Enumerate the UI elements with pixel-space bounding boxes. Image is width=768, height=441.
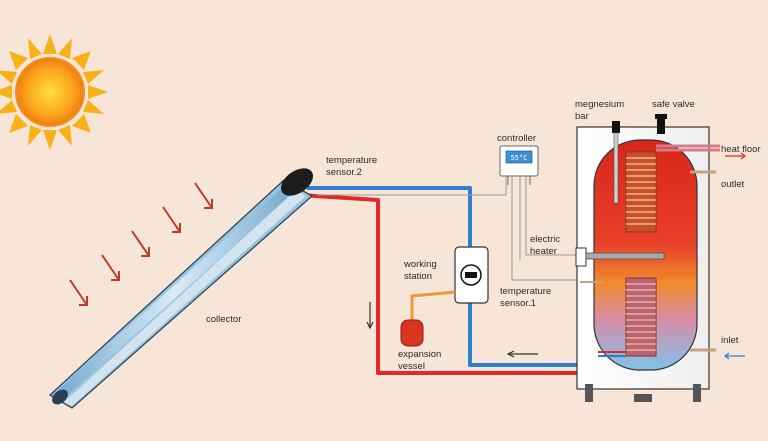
safe-valve-label: safe valve — [652, 99, 695, 110]
solar-ray-arrows — [69, 182, 213, 306]
inlet-label: inlet — [721, 335, 739, 346]
flow-direction-arrow-icon — [725, 152, 746, 160]
heat-floor-connection — [656, 144, 720, 152]
solar-ray-arrow-icon — [69, 279, 88, 306]
hot-pipe — [299, 193, 600, 375]
working-station-label: working station — [403, 259, 439, 282]
electric-heater-rod — [575, 247, 665, 267]
controller-label: controller — [497, 133, 536, 144]
expansion-vessel — [400, 290, 456, 347]
upper-heat-coil — [625, 151, 657, 233]
controller-wires — [317, 176, 590, 281]
flow-direction-arrow-icon — [506, 350, 538, 358]
lower-heat-coil — [625, 277, 657, 357]
temperature-sensor-2-label: temperature sensor.2 — [326, 155, 380, 178]
cold-pipe — [307, 186, 600, 367]
storage-tank — [575, 114, 720, 402]
controller: 55°C — [499, 145, 539, 185]
heat-floor-label: heat floor — [721, 144, 761, 155]
solar-ray-arrow-icon — [101, 254, 120, 281]
flow-direction-arrow-icon — [366, 302, 374, 330]
safe-valve — [655, 114, 667, 134]
solar-ray-arrow-icon — [162, 206, 181, 233]
electric-heater-label: electric heater — [530, 234, 563, 257]
flow-direction-arrow-icon — [724, 352, 745, 360]
temperature-sensor-1-label: temperature sensor.1 — [500, 286, 554, 309]
controller-display: 55°C — [511, 154, 528, 162]
collector — [48, 168, 314, 409]
sun-icon — [0, 34, 108, 150]
collector-label: collector — [206, 314, 241, 325]
outlet-label: outlet — [721, 179, 745, 190]
expansion-vessel-label: expansion vessel — [398, 349, 444, 372]
magnesium-bar — [612, 121, 620, 204]
solar-ray-arrow-icon — [131, 230, 150, 257]
working-station — [454, 246, 489, 304]
magnesium-bar-label: megnesium bar — [575, 99, 627, 122]
solar-ray-arrow-icon — [194, 182, 213, 209]
